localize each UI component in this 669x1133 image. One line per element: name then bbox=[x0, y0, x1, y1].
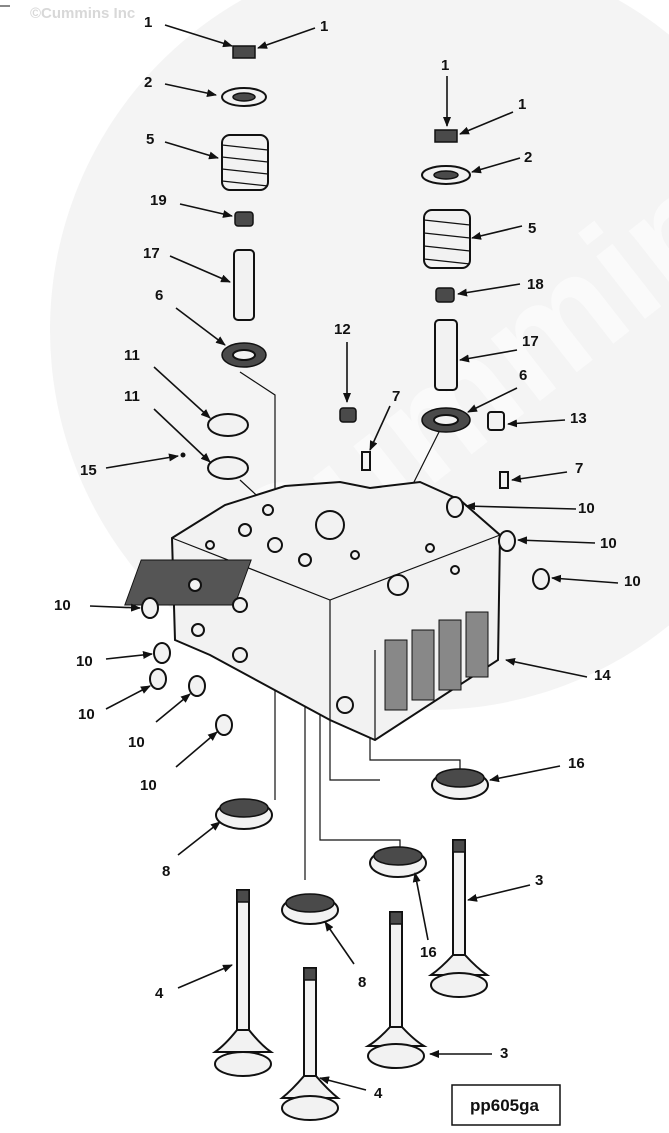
callout-label: 10 bbox=[140, 777, 157, 794]
callout-arrows bbox=[89, 24, 619, 1091]
exhaust-port-grid bbox=[124, 559, 252, 606]
callout-label: 18 bbox=[527, 276, 544, 293]
valve-seat-inserts bbox=[215, 768, 489, 925]
callout-label: 3 bbox=[500, 1045, 508, 1062]
left-valve-stack bbox=[221, 45, 269, 368]
callout-label: 16 bbox=[420, 944, 437, 961]
figure-id: pp605ga bbox=[470, 1096, 540, 1115]
cylinder-head bbox=[124, 480, 502, 742]
callout-label: 7 bbox=[575, 460, 583, 477]
callout-label: 15 bbox=[80, 462, 97, 479]
figure-id-box: pp605ga bbox=[451, 1084, 561, 1126]
callout-label: 1 bbox=[518, 96, 526, 113]
callout-label: 10 bbox=[128, 734, 145, 751]
callout-label: 11 bbox=[124, 388, 140, 405]
callout-label: 4 bbox=[155, 985, 164, 1002]
right-valve-stack bbox=[421, 129, 471, 433]
callout-label: 16 bbox=[568, 755, 585, 772]
callout-label: 10 bbox=[624, 573, 641, 590]
top-misc-parts bbox=[180, 407, 509, 489]
valve-4-center bbox=[279, 967, 341, 1121]
callout-label: 4 bbox=[374, 1085, 383, 1102]
callout-label: 17 bbox=[522, 333, 539, 350]
callout-label: 1 bbox=[441, 57, 449, 74]
valve-4-left bbox=[211, 889, 275, 1077]
callout-label: 1 bbox=[320, 18, 328, 35]
callout-label: 7 bbox=[392, 388, 400, 405]
callout-labels: 1 1 2 5 19 17 6 11 11 15 1 1 2 5 18 17 6… bbox=[54, 14, 641, 1102]
valve-spring-left bbox=[221, 134, 269, 191]
callout-label: 2 bbox=[524, 149, 532, 166]
callout-label: 14 bbox=[594, 667, 611, 684]
valves bbox=[211, 839, 491, 1121]
callout-label: 10 bbox=[78, 706, 95, 723]
callout-label: 8 bbox=[358, 974, 366, 991]
valve-3-right bbox=[427, 839, 491, 998]
callout-label: 10 bbox=[600, 535, 617, 552]
callout-label: 6 bbox=[155, 287, 163, 304]
callout-label: 1 bbox=[144, 14, 152, 31]
callout-label: 10 bbox=[578, 500, 595, 517]
callout-label: 10 bbox=[76, 653, 93, 670]
copyright-text: ©Cummins Inc bbox=[30, 5, 135, 22]
callout-label: 5 bbox=[528, 220, 536, 237]
callout-label: 10 bbox=[54, 597, 71, 614]
callout-label: 6 bbox=[519, 367, 527, 384]
valve-spring-right bbox=[423, 209, 471, 269]
valve-3-center bbox=[364, 911, 428, 1069]
callout-label: 5 bbox=[146, 131, 154, 148]
callout-label: 13 bbox=[570, 410, 587, 427]
callout-label: 17 bbox=[143, 245, 160, 262]
o-rings bbox=[141, 496, 550, 736]
port-windows bbox=[384, 611, 489, 711]
callout-label: 3 bbox=[535, 872, 543, 889]
callout-label: 19 bbox=[150, 192, 167, 209]
callout-label: 2 bbox=[144, 74, 152, 91]
callout-label: 11 bbox=[124, 347, 140, 364]
callout-label: 12 bbox=[334, 321, 351, 338]
callout-label: 8 bbox=[162, 863, 170, 880]
